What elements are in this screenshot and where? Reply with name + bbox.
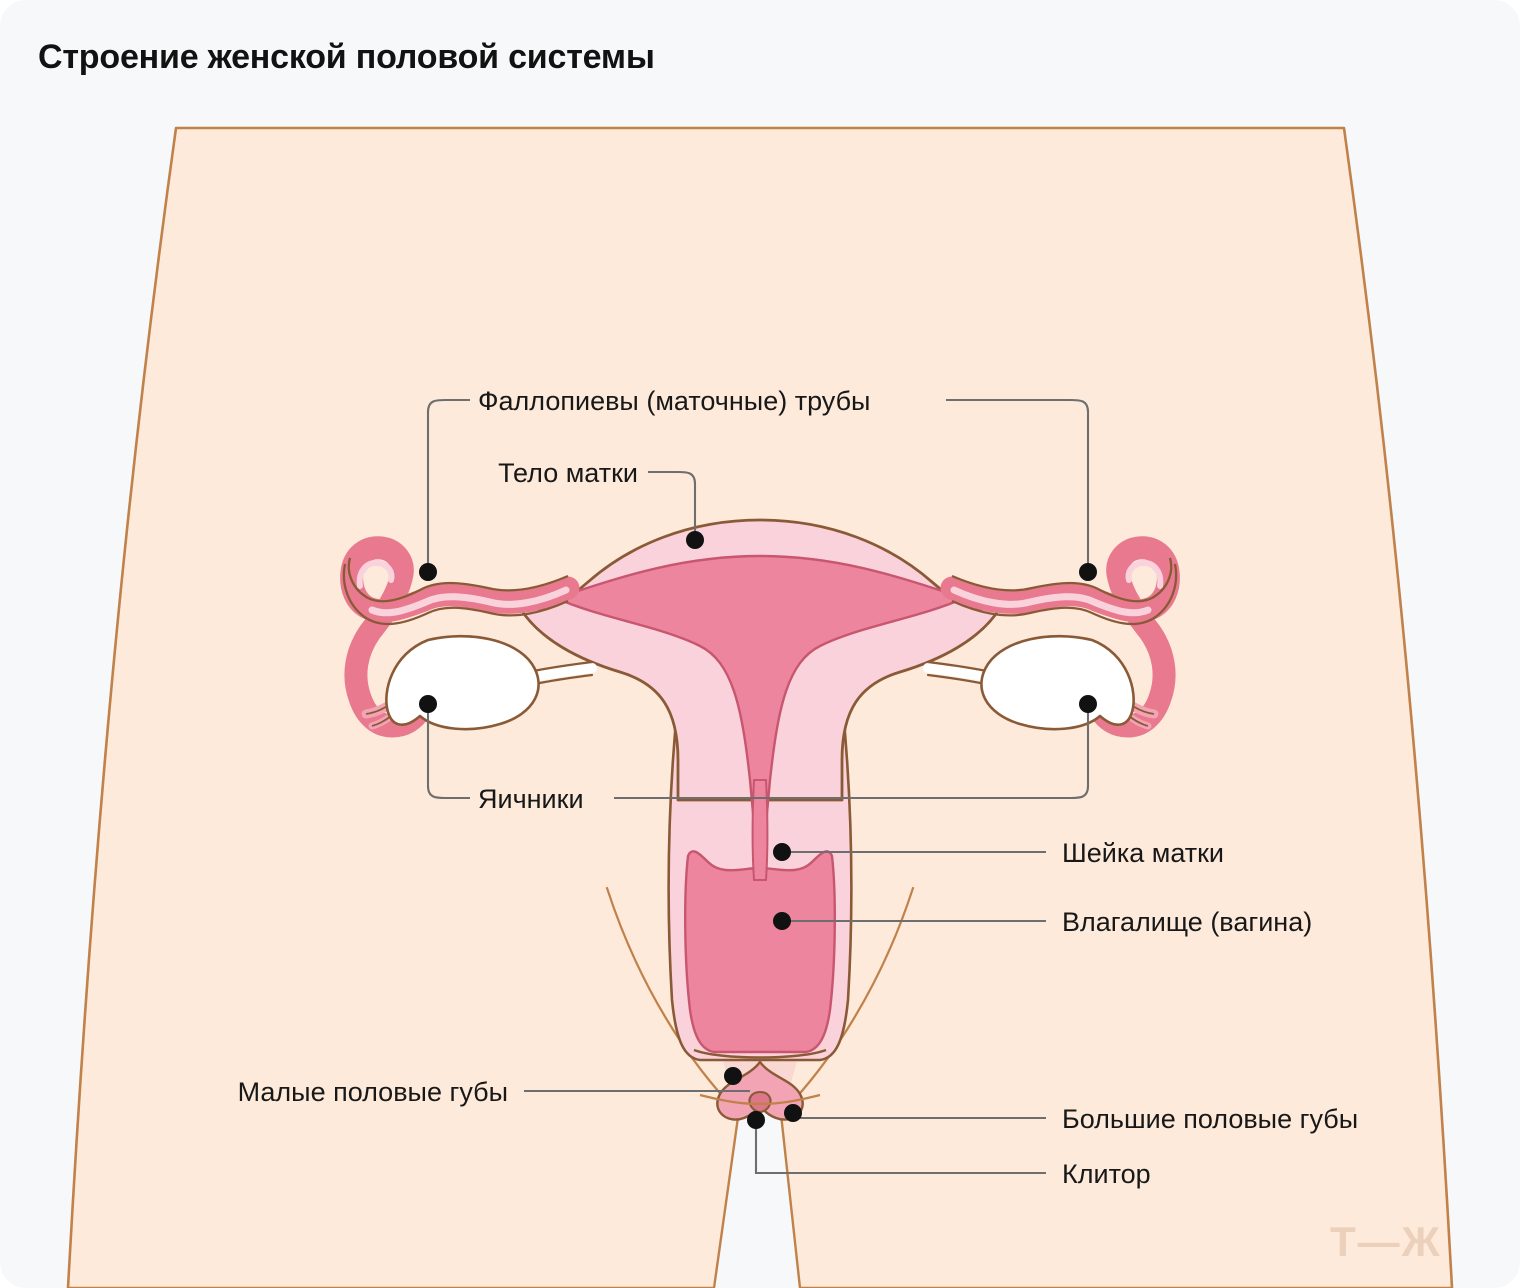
- leader-ovaries: [426, 704, 1090, 800]
- dot-clitoris: [747, 1111, 765, 1129]
- groin-crease-lines: [605, 886, 915, 1102]
- vulva: [699, 1058, 821, 1121]
- label-clitoris: Клитор: [1062, 1159, 1151, 1189]
- dot-labia-majora: [784, 1104, 802, 1122]
- dot-uterus-body: [686, 531, 704, 549]
- dot-ovary-right: [1079, 695, 1097, 713]
- dot-vagina: [773, 912, 791, 930]
- leader-clitoris: [754, 1122, 1046, 1175]
- page-title: Строение женской половой системы: [38, 38, 655, 76]
- label-labia-minora: Малые половые губы: [238, 1077, 508, 1107]
- label-cervix: Шейка матки: [1062, 838, 1224, 868]
- ovary-right: [980, 634, 1135, 731]
- label-fallopian-tubes: Фаллопиевы (маточные) трубы: [478, 386, 870, 416]
- dot-cervix: [773, 843, 791, 861]
- watermark-logo: Т—Ж: [1330, 1218, 1442, 1265]
- watermark-text: Т—Ж: [1330, 1218, 1442, 1265]
- marker-dots: [419, 531, 1097, 1129]
- leader-fallopian-tubes: [426, 398, 1090, 572]
- dot-fallopian-tube-left: [419, 563, 437, 581]
- leg-gap: [712, 1095, 802, 1288]
- ovary-left: [385, 634, 540, 731]
- dot-ovary-left: [419, 695, 437, 713]
- dot-labia-minora: [724, 1067, 742, 1085]
- label-vagina: Влагалище (вагина): [1062, 907, 1312, 937]
- label-uterus-body: Тело матки: [498, 458, 638, 488]
- leader-uterus-body: [648, 470, 697, 540]
- dot-fallopian-tube-right: [1079, 563, 1097, 581]
- label-ovaries: Яичники: [478, 784, 584, 814]
- label-labia-majora: Большие половые губы: [1062, 1104, 1358, 1134]
